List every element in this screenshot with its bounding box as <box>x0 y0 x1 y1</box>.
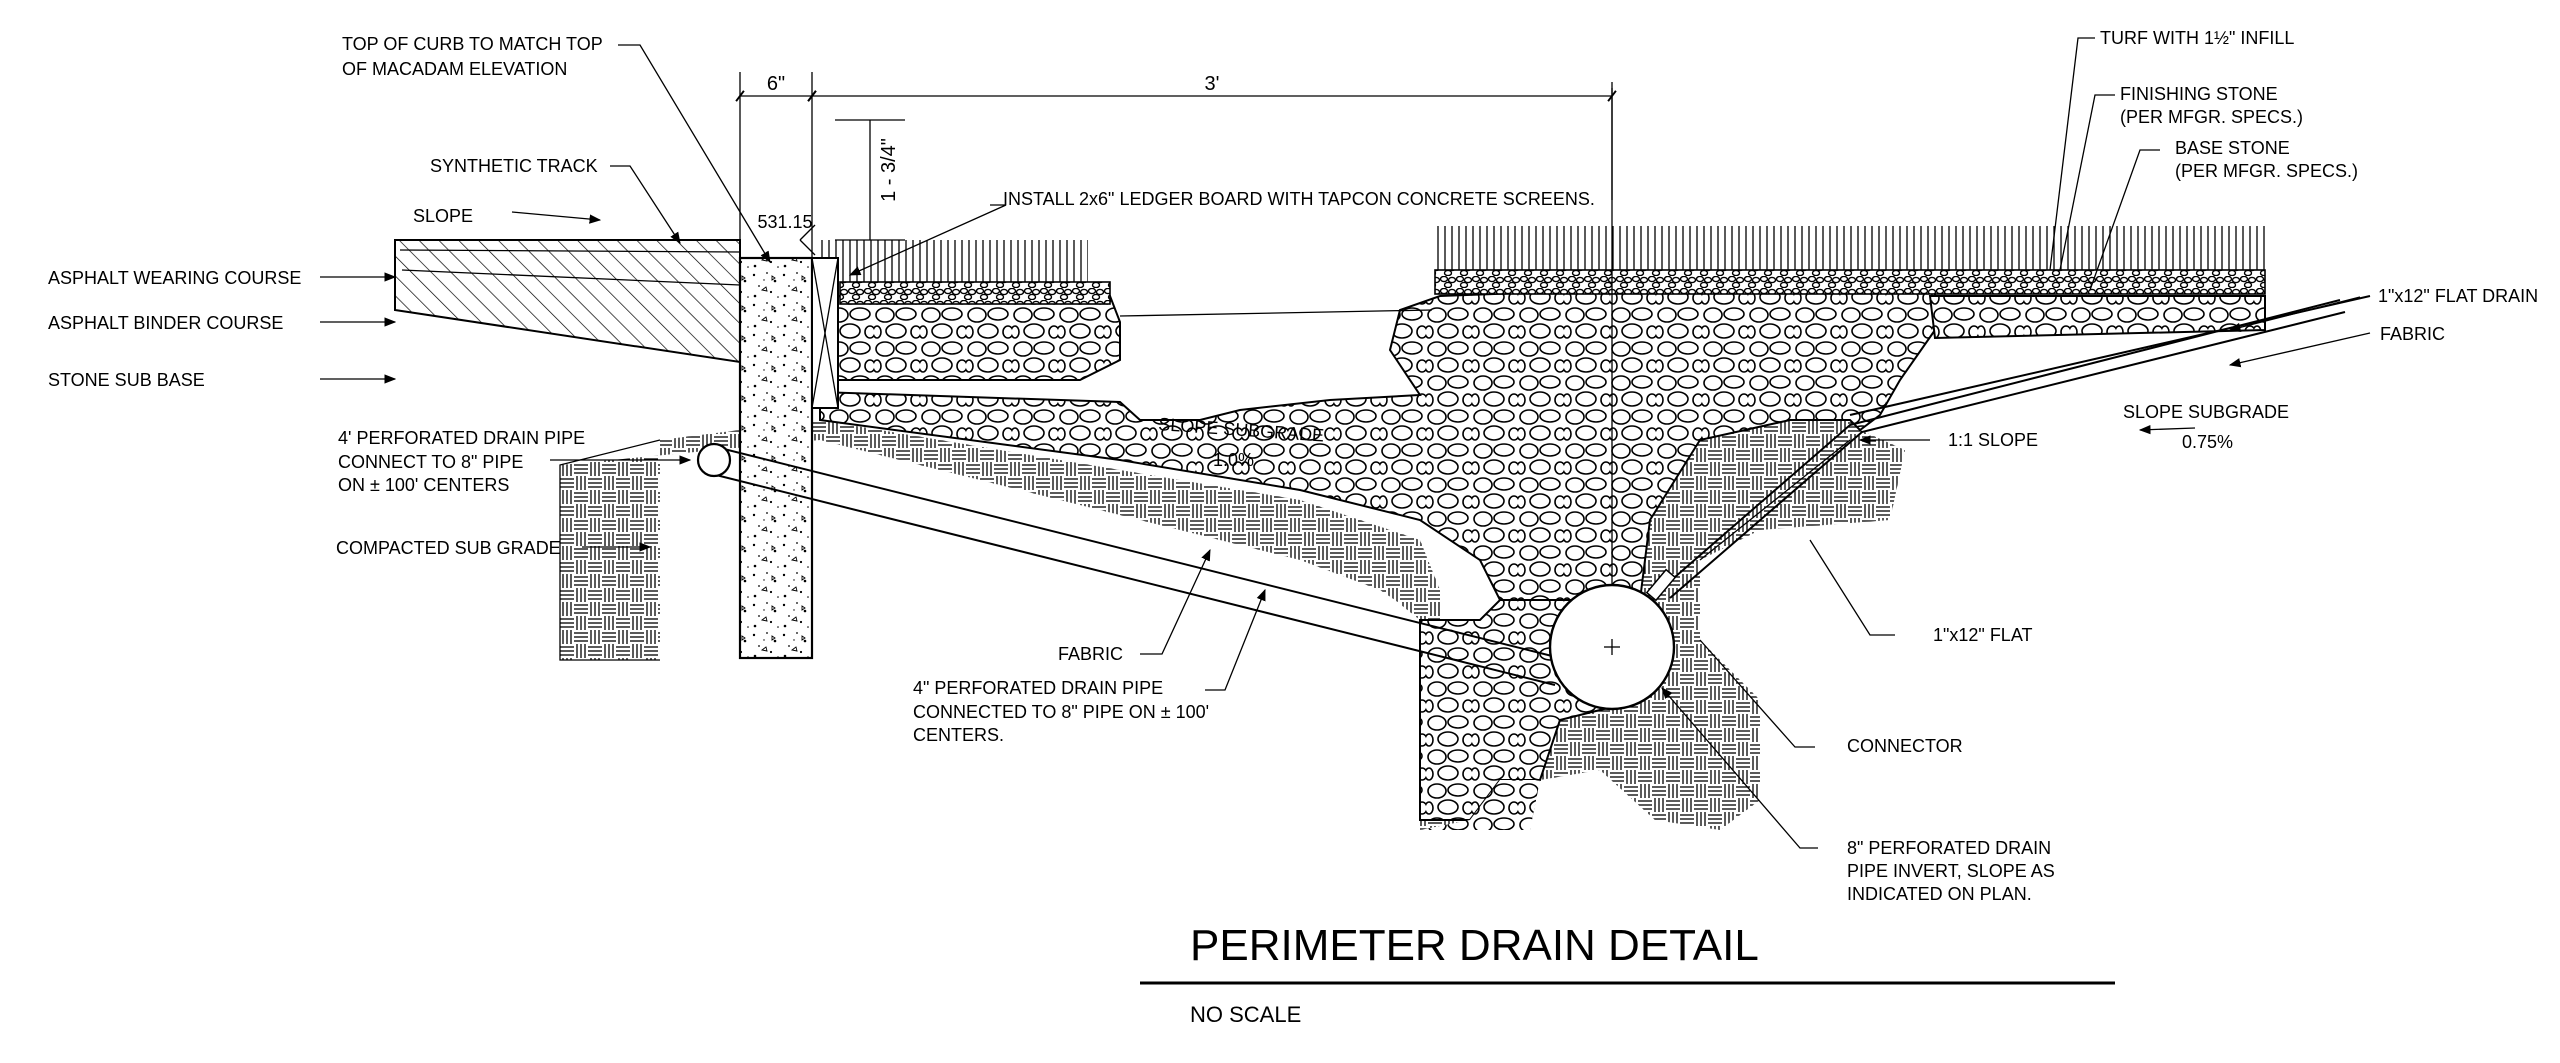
perforated-drain-pipe-8in <box>1548 583 1676 711</box>
label-perf-pipe-left-2: CONNECT TO 8" PIPE <box>338 452 523 472</box>
leader-lines <box>320 37 2371 849</box>
elevation-label: 531.15 <box>757 212 812 232</box>
label-perf-pipe-bottom-3: CENTERS. <box>913 725 1004 745</box>
label-base-stone-2: (PER MFGR. SPECS.) <box>2175 161 2358 181</box>
label-perf-pipe-left-3: ON ± 100' CENTERS <box>338 475 509 495</box>
label-finishing-stone-2: (PER MFGR. SPECS.) <box>2120 107 2303 127</box>
label-fabric-right: FABRIC <box>2380 324 2445 344</box>
label-slope-subgrade-right: SLOPE SUBGRADE <box>2123 402 2289 422</box>
label-ledger-board: INSTALL 2x6" LEDGER BOARD WITH TAPCON CO… <box>1003 189 1595 209</box>
label-finishing-stone-1: FINISHING STONE <box>2120 84 2278 104</box>
label-asphalt-wearing: ASPHALT WEARING COURSE <box>48 268 301 288</box>
label-slope-1-1: 1:1 SLOPE <box>1948 430 2038 450</box>
dimension-lines <box>735 72 1617 258</box>
label-top-of-curb-1: TOP OF CURB TO MATCH TOP <box>342 34 603 54</box>
scale-note: NO SCALE <box>1190 1002 1301 1027</box>
concrete-curb <box>738 256 839 660</box>
ledger-board-line <box>1119 309 1433 317</box>
synthetic-turf <box>818 226 2267 282</box>
label-pipe-invert-2: PIPE INVERT, SLOPE AS <box>1847 861 2055 881</box>
label-slope-right-pct: 0.75% <box>2182 432 2233 452</box>
label-connector: CONNECTOR <box>1847 736 1963 756</box>
drawing-title: PERIMETER DRAIN DETAIL <box>1190 921 1759 970</box>
label-slope-left: SLOPE <box>413 206 473 226</box>
label-base-stone-1: BASE STONE <box>2175 138 2290 158</box>
label-fabric-bottom: FABRIC <box>1058 644 1123 664</box>
compacted-subgrade <box>559 420 1905 830</box>
label-pipe-invert-1: 8" PERFORATED DRAIN <box>1847 838 2051 858</box>
label-flat-drain: 1"x12" FLAT DRAIN <box>2378 286 2538 306</box>
dimension-curb-width: 6" <box>767 73 785 95</box>
label-compacted-sub-grade: COMPACTED SUB GRADE <box>336 538 561 558</box>
dimension-span: 3' <box>1205 73 1220 95</box>
label-pipe-invert-3: INDICATED ON PLAN. <box>1847 884 2032 904</box>
label-top-of-curb-2: OF MACADAM ELEVATION <box>342 59 567 79</box>
dimension-depth: 1 - 3/4" <box>878 138 900 202</box>
label-asphalt-binder: ASPHALT BINDER COURSE <box>48 313 283 333</box>
label-turf-infill: TURF WITH 1½" INFILL <box>2100 28 2294 48</box>
label-perf-pipe-bottom-1: 4" PERFORATED DRAIN PIPE <box>913 678 1163 698</box>
label-stone-sub-base: STONE SUB BASE <box>48 370 205 390</box>
perforated-drain-pipe-4in <box>696 442 1561 686</box>
label-perf-pipe-left-1: 4' PERFORATED DRAIN PIPE <box>338 428 585 448</box>
label-slope-mid-pct: 1.0% <box>1213 450 1254 470</box>
label-synthetic-track: SYNTHETIC TRACK <box>430 156 598 176</box>
asphalt-section <box>394 239 741 364</box>
label-perf-pipe-bottom-2: CONNECTED TO 8" PIPE ON ± 100' <box>913 702 1209 722</box>
label-flat-1x12: 1"x12" FLAT <box>1933 625 2032 645</box>
